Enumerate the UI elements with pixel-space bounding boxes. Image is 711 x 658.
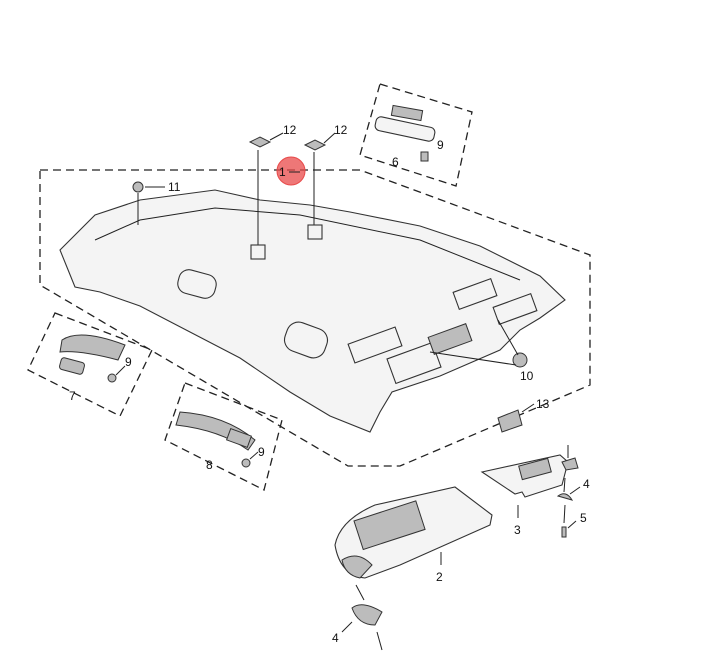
leader-line [249,451,259,460]
leader-line [429,351,517,366]
callout-12[interactable]: 12 [334,123,348,137]
visor-pivot [341,555,373,579]
leader-line [563,504,566,524]
leader-line [569,486,581,495]
leader-line [497,319,519,356]
visor-clip-4-part[interactable] [556,493,574,501]
clip-11-part[interactable] [132,181,144,193]
lamp-lens-part[interactable] [374,116,436,142]
callout-9[interactable]: 9 [258,445,265,459]
group-box-6 [359,83,473,187]
part-13[interactable] [497,409,523,433]
hotspot-circle[interactable] [276,156,306,186]
leader-line [563,477,566,493]
callout-2[interactable]: 2 [436,570,443,584]
callout-9[interactable]: 9 [125,355,132,369]
callout-7[interactable]: 7 [69,389,76,403]
leader-line [376,631,383,651]
clip-mount [307,224,323,240]
headliner-recess [386,341,442,385]
lamp-7-part[interactable] [59,357,85,375]
group-box-8 [164,382,283,491]
headliner-recess [347,326,403,364]
headliner-recess [283,321,329,359]
callout-11[interactable]: 11 [168,180,181,194]
headliner-console-opening [427,323,473,355]
headliner-recess [452,277,498,311]
callout-3[interactable]: 3 [514,523,521,537]
leader-line [355,584,365,601]
lamp-7-part[interactable] [59,334,126,361]
callout-4[interactable]: 4 [332,631,339,645]
callout-12[interactable]: 12 [283,123,297,137]
leader-line [341,621,353,633]
hotspot-1[interactable]: 1 [276,156,306,186]
leader-line [521,403,535,413]
clip-mount [250,244,266,260]
leader-line [269,132,284,141]
lamp-part[interactable] [390,104,424,122]
screw-9-part[interactable] [107,373,117,383]
clip-12-part[interactable] [248,136,272,148]
screw-9-part[interactable] [241,458,251,468]
callout-13[interactable]: 13 [536,397,550,411]
grab-handle-bracket [225,427,253,449]
headliner-recess [177,269,217,299]
visor-clip-4-part[interactable] [351,604,383,626]
group-box-7 [27,312,153,417]
screw-5-part[interactable] [561,526,567,538]
callout-4[interactable]: 4 [583,477,590,491]
callout-1[interactable]: 1 [279,165,286,179]
vanity-mirror-2 [353,500,426,551]
callout-10[interactable]: 10 [520,369,534,383]
callout-8[interactable]: 8 [206,458,213,472]
screw-9-part[interactable] [420,151,429,162]
callout-6[interactable]: 6 [392,155,399,169]
clip-12-part[interactable] [303,139,327,151]
headliner-recess [492,292,538,326]
vanity-mirror-3 [518,457,552,481]
leader-line [323,132,336,144]
visor-pivot [561,457,579,471]
headliner-group-box [39,169,591,467]
callout-9[interactable]: 9 [437,138,444,152]
clip-10-part[interactable] [512,352,528,368]
callout-5[interactable]: 5 [580,511,587,525]
leader-line [115,365,126,376]
leader-line [567,520,577,529]
